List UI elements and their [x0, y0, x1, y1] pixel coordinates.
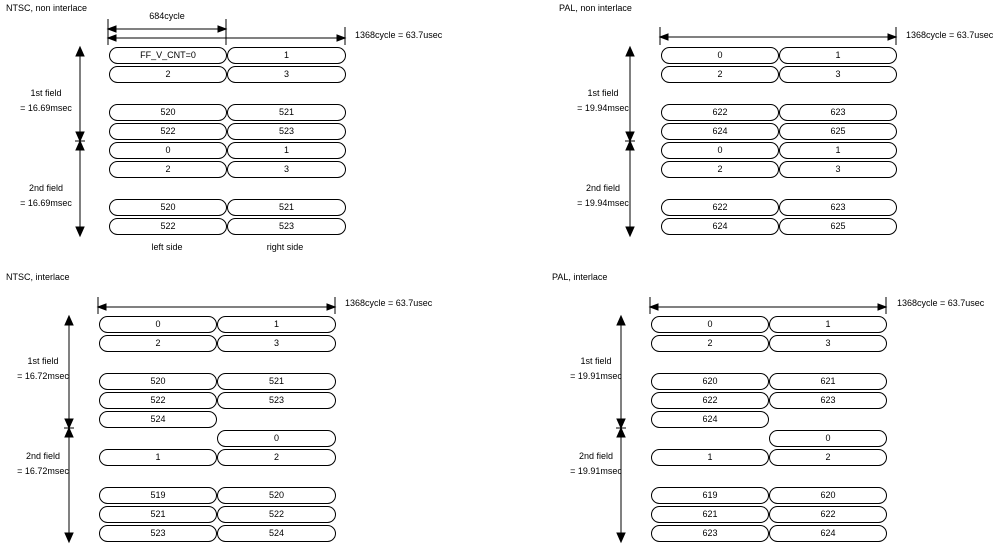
line-slot-left: 521 — [99, 506, 217, 523]
line-slot-right: 625 — [779, 123, 897, 140]
line-slot-left: 522 — [99, 392, 217, 409]
line-slot-right: 3 — [227, 161, 346, 178]
line-slot-left: 623 — [651, 525, 769, 542]
panel-ntsc-interlace: NTSC, interlace 1368cycle = 63.7usec 1st… — [6, 272, 456, 545]
line-slot-right: 1 — [769, 316, 887, 333]
first-field-label: 1st field= 19.94msec — [577, 88, 629, 113]
line-slot-right: 620 — [769, 487, 887, 504]
half-line-label: 684cycle — [149, 11, 185, 21]
line-slot-right: 3 — [217, 335, 336, 352]
line-slot-right: 520 — [217, 487, 336, 504]
line-slot-left: 0 — [651, 316, 769, 333]
second-field-label: 2nd field= 16.72msec — [17, 451, 69, 476]
line-slot-left: 2 — [99, 335, 217, 352]
line-slot-right: 1 — [779, 47, 897, 64]
left-side-label: left side — [151, 242, 183, 252]
panel-title: PAL, non interlace — [559, 3, 632, 13]
line-slot-left: 519 — [99, 487, 217, 504]
line-slot-left: 624 — [661, 218, 779, 235]
line-slot-left: 0 — [661, 47, 779, 64]
line-slot-right: 523 — [217, 392, 336, 409]
line-slot-left: 520 — [109, 104, 227, 121]
dimension-arrows — [64, 297, 337, 544]
line-slot-left: 2 — [109, 161, 227, 178]
panel-title: NTSC, interlace — [6, 272, 70, 282]
line-slot-right: 623 — [779, 199, 897, 216]
line-slot-left: 0 — [109, 142, 227, 159]
line-slot-right: 624 — [769, 525, 887, 542]
line-slot-right: 2 — [769, 449, 887, 466]
line-slot-left: FF_V_CNT=0 — [109, 47, 227, 64]
line-slot-left: 620 — [651, 373, 769, 390]
line-slot-left: 523 — [99, 525, 217, 542]
second-field-label: 2nd field= 19.94msec — [577, 183, 629, 208]
line-slot-left: 624 — [661, 123, 779, 140]
line-slot-right: 1 — [217, 316, 336, 333]
line-period-label: 1368cycle = 63.7usec — [906, 30, 994, 40]
line-slot-left: 621 — [651, 506, 769, 523]
dimension-arrows — [625, 27, 898, 238]
line-slot-left: 0 — [99, 316, 217, 333]
line-slot-right: 1 — [227, 47, 346, 64]
line-slot-left: 2 — [651, 335, 769, 352]
line-slot-left: 1 — [99, 449, 217, 466]
line-slot-right: 623 — [769, 392, 887, 409]
line-slot-right: 0 — [217, 430, 336, 447]
second-field-label: 2nd field= 16.69msec — [20, 183, 72, 208]
line-slot-right: 523 — [227, 218, 346, 235]
line-slot-left: 522 — [109, 218, 227, 235]
line-slot-right: 521 — [227, 199, 346, 216]
line-period-label: 1368cycle = 63.7usec — [897, 298, 985, 308]
first-field-label: 1st field= 19.91msec — [570, 356, 622, 381]
panel-pal-interlace: PAL, interlace 1368cycle = 63.7usec 1st … — [552, 272, 1000, 545]
line-slot-right: 625 — [779, 218, 897, 235]
line-slot-right: 1 — [227, 142, 346, 159]
line-slot-left: 2 — [661, 161, 779, 178]
line-slot-right: 524 — [217, 525, 336, 542]
panel-title: NTSC, non interlace — [6, 3, 88, 13]
right-side-label: right side — [266, 242, 304, 252]
line-slot-left: 1 — [651, 449, 769, 466]
line-slot-left: 622 — [651, 392, 769, 409]
line-slot-right: 621 — [769, 373, 887, 390]
line-slot-left: 622 — [661, 104, 779, 121]
line-slot-left: 624 — [651, 411, 769, 428]
line-slot-left: 520 — [109, 199, 227, 216]
line-slot-left: 522 — [109, 123, 227, 140]
line-slot-right: 2 — [217, 449, 336, 466]
dimension-arrows — [75, 19, 347, 238]
dimension-arrows — [616, 297, 888, 544]
line-slot-right: 521 — [217, 373, 336, 390]
first-field-label: 1st field= 16.72msec — [17, 356, 69, 381]
line-slot-left: 2 — [661, 66, 779, 83]
line-slot-right: 521 — [227, 104, 346, 121]
line-period-label: 1368cycle = 63.7usec — [345, 298, 433, 308]
line-period-label: 1368cycle = 63.7usec — [355, 30, 443, 40]
line-slot-left: 619 — [651, 487, 769, 504]
line-slot-right: 0 — [769, 430, 887, 447]
line-slot-left: 524 — [99, 411, 217, 428]
line-slot-right: 3 — [779, 161, 897, 178]
line-slot-left: 622 — [661, 199, 779, 216]
line-slot-right: 3 — [779, 66, 897, 83]
line-slot-right: 622 — [769, 506, 887, 523]
line-slot-right: 3 — [227, 66, 346, 83]
line-slot-right: 523 — [227, 123, 346, 140]
panel-title: PAL, interlace — [552, 272, 608, 282]
line-slot-right: 623 — [779, 104, 897, 121]
line-slot-left: 0 — [661, 142, 779, 159]
panel-ntsc-non-interlace: NTSC, non interlace 684cycle 1368 — [6, 3, 456, 263]
line-slot-right: 522 — [217, 506, 336, 523]
line-slot-right: 1 — [779, 142, 897, 159]
line-slot-left: 520 — [99, 373, 217, 390]
line-slot-left: 2 — [109, 66, 227, 83]
panel-pal-non-interlace: PAL, non interlace 1368cycle = 63.7usec … — [559, 3, 999, 263]
line-slot-right: 3 — [769, 335, 887, 352]
second-field-label: 2nd field= 19.91msec — [570, 451, 622, 476]
first-field-label: 1st field= 16.69msec — [20, 88, 72, 113]
